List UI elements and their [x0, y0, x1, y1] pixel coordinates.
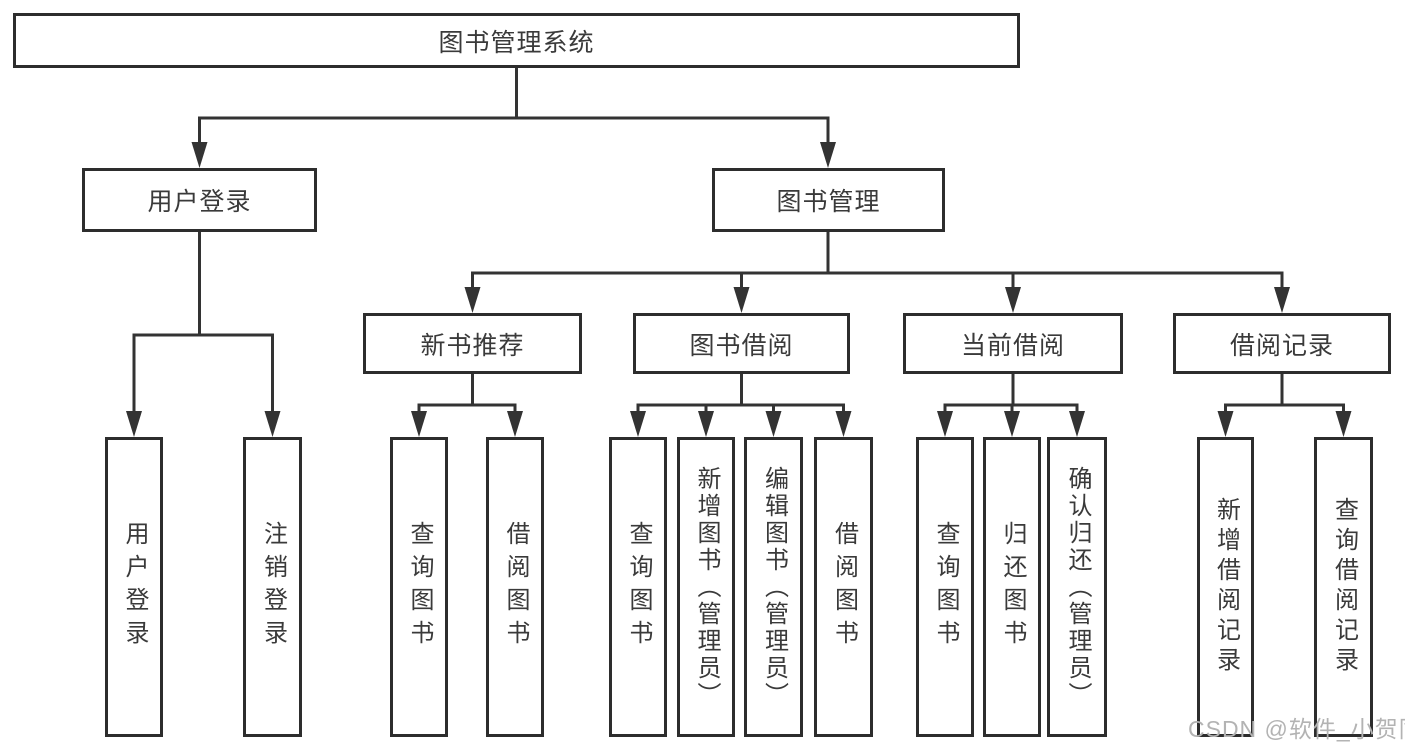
- node-borrowing-records-label: 借阅记录: [1229, 331, 1334, 360]
- node-book-management: 图书管理: [712, 168, 945, 232]
- leaf-add-books-admin-label: 新增图书（管理员）: [693, 465, 720, 709]
- connector-current-borrow-group: [943, 374, 1079, 417]
- connector-root-to-level2: [198, 68, 830, 148]
- arrowheads-new-book-group: [411, 411, 523, 437]
- node-borrowing-records: 借阅记录: [1173, 313, 1391, 374]
- leaf-borrow-books-2: 借阅图书: [814, 437, 873, 737]
- leaf-add-books-admin: 新增图书（管理员）: [677, 437, 735, 737]
- leaf-borrow-books-1: 借阅图书: [486, 437, 544, 737]
- connector-user-login-group: [132, 232, 274, 417]
- arrowheads-level2: [191, 142, 836, 168]
- node-book-borrowing-label: 图书借阅: [689, 331, 794, 360]
- leaf-query-borrow-record: 查询借阅记录: [1314, 437, 1373, 737]
- node-book-borrowing: 图书借阅: [633, 313, 850, 374]
- connector-book-borrow-group: [636, 374, 845, 417]
- leaf-query-books-2-label: 查询图书: [625, 521, 652, 653]
- leaf-query-books-3-label: 查询图书: [932, 521, 959, 653]
- leaf-confirm-return-admin: 确认归还（管理员）: [1047, 437, 1107, 737]
- arrowheads-book-borrow-group: [630, 411, 852, 437]
- node-root-system: 图书管理系统: [13, 13, 1020, 68]
- connector-new-book-group: [417, 374, 517, 417]
- leaf-query-books-1: 查询图书: [390, 437, 448, 737]
- node-current-borrowing: 当前借阅: [903, 313, 1123, 374]
- leaf-query-books-3: 查询图书: [916, 437, 974, 737]
- leaf-query-books-1-label: 查询图书: [406, 521, 433, 653]
- node-root-system-label: 图书管理系统: [438, 28, 595, 57]
- leaf-logout-label: 注销登录: [259, 521, 287, 653]
- csdn-watermark: CSDN @软件_小贺同学: [1188, 716, 1405, 742]
- leaf-borrow-books-1-label: 借阅图书: [502, 521, 529, 653]
- connector-book-mgmt-group: [471, 232, 1284, 293]
- arrowheads-level3: [464, 287, 1290, 313]
- leaf-return-books: 归还图书: [983, 437, 1041, 737]
- node-book-management-label: 图书管理: [776, 188, 881, 216]
- leaf-add-borrow-record-label: 新增借阅记录: [1212, 497, 1240, 677]
- leaf-logout: 注销登录: [243, 437, 302, 737]
- leaf-user-login: 用户登录: [105, 437, 163, 737]
- leaf-edit-books-admin-label: 编辑图书（管理员）: [760, 465, 788, 709]
- connector-borrow-records-group: [1224, 374, 1345, 417]
- leaf-edit-books-admin: 编辑图书（管理员）: [744, 437, 803, 737]
- leaf-query-borrow-record-label: 查询借阅记录: [1330, 497, 1358, 677]
- node-user-login: 用户登录: [82, 168, 317, 232]
- leaf-user-login-label: 用户登录: [121, 521, 148, 653]
- leaf-return-books-label: 归还图书: [999, 521, 1026, 653]
- leaf-query-books-2: 查询图书: [609, 437, 667, 737]
- arrowheads-borrow-records-group: [1217, 411, 1352, 437]
- node-current-borrowing-label: 当前借阅: [960, 331, 1065, 360]
- arrowheads-current-borrow-group: [937, 411, 1085, 437]
- leaf-confirm-return-admin-label: 确认归还（管理员）: [1064, 465, 1091, 709]
- node-new-book-recommend: 新书推荐: [363, 313, 582, 374]
- node-new-book-recommend-label: 新书推荐: [420, 331, 525, 360]
- arrowheads-user-login-group: [126, 411, 281, 437]
- node-user-login-label: 用户登录: [147, 188, 252, 216]
- leaf-add-borrow-record: 新增借阅记录: [1197, 437, 1254, 737]
- leaf-borrow-books-2-label: 借阅图书: [830, 521, 858, 653]
